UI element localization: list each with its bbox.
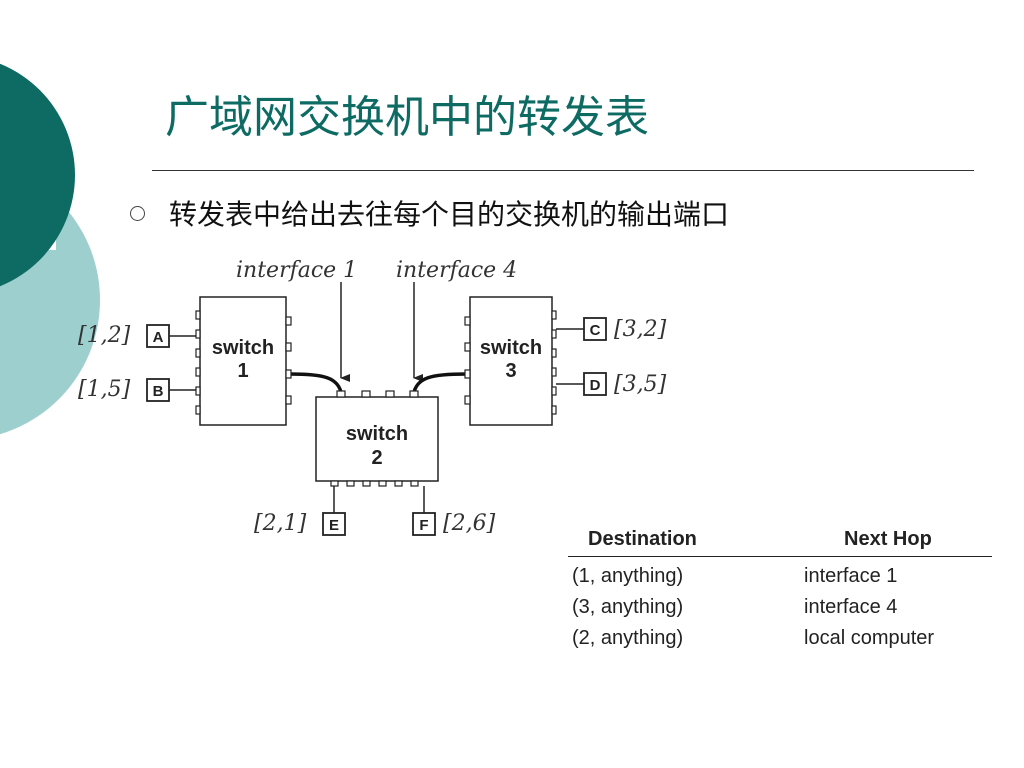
switch-3-label-line1: switch [480,337,542,359]
link-switch1-switch2 [289,372,343,393]
interface-1-label: interface 1 [236,258,357,283]
host-c-address: [3,2] [614,317,667,342]
host-e: [2,1] E [254,486,346,536]
host-c: C [3,2] [556,317,667,342]
switch-2-label-line2: 2 [371,447,382,469]
slide-title: 广域网交换机中的转发表 [165,92,649,143]
switch-1-label-line2: 1 [237,360,248,382]
switch-3-label-line2: 3 [505,360,516,382]
forwarding-table: Destination Next Hop (1, anything) inter… [568,528,992,650]
bullet-item: 转发表中给出去往每个目的交换机的输出端口 [130,193,729,233]
next-hop-cell: interface 1 [804,565,898,587]
next-hop-cell: local computer [804,627,935,649]
host-f-letter: F [419,517,428,534]
table-row: (3, anything) interface 4 [568,596,992,619]
table-header-row: Destination Next Hop [568,528,992,557]
host-b-address: [1,5] [78,377,131,402]
host-e-letter: E [329,517,339,534]
switch-1: switch 1 [195,296,292,426]
host-f: F [2,6] [412,486,496,536]
header-next-hop: Next Hop [844,528,932,550]
destination-cell: (2, anything) [572,627,684,649]
host-d: D [3,5] [556,372,667,397]
host-b-letter: B [153,383,164,400]
hollow-circle-bullet-icon [130,205,145,221]
host-d-letter: D [590,377,601,394]
host-d-address: [3,5] [614,372,667,397]
bullet-text: 转发表中给出去往每个目的交换机的输出端口 [169,198,730,231]
host-a: [1,2] A [78,323,196,348]
title-divider [152,170,974,171]
destination-cell: (1, anything) [572,565,684,587]
link-switch3-switch2 [412,372,467,393]
interface-4-label: interface 4 [396,258,517,283]
decor-dark-circle [0,63,75,287]
host-c-letter: C [590,322,601,339]
host-a-letter: A [153,329,164,346]
table-row: (2, anything) local computer [568,627,992,650]
host-b: [1,5] B [78,377,196,402]
host-f-address: [2,6] [443,511,496,536]
next-hop-cell: interface 4 [804,596,898,618]
switch-2-label-line1: switch [346,423,408,445]
host-a-address: [1,2] [78,323,131,348]
switch-2: switch 2 [315,390,439,487]
table-row: (1, anything) interface 1 [568,565,992,588]
host-e-address: [2,1] [254,511,307,536]
header-destination: Destination [588,528,697,550]
switch-1-label-line1: switch [212,337,274,359]
switch-3: switch 3 [464,296,557,426]
destination-cell: (3, anything) [572,596,684,618]
